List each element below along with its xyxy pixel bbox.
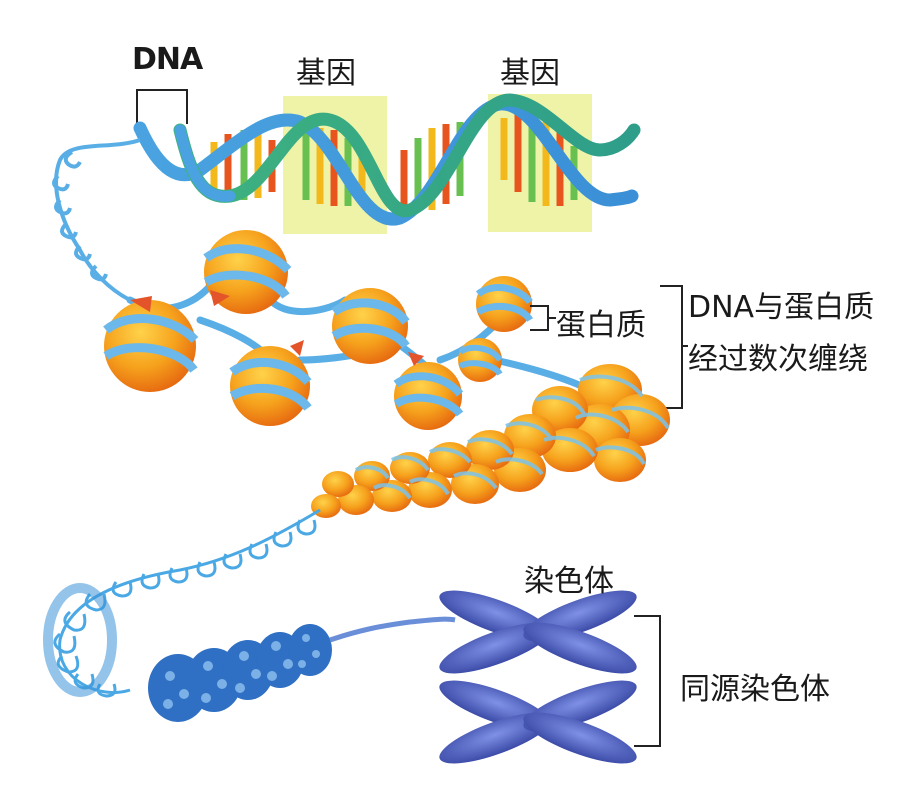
coiled-fiber-loop <box>43 583 117 697</box>
chromosome <box>439 590 637 674</box>
coiled-dna-left <box>52 138 141 302</box>
homologous-chromosomes-label: 同源染色体 <box>680 672 830 707</box>
nucleosome <box>103 300 199 392</box>
dna-bracket <box>136 89 188 124</box>
nucleosome <box>331 288 410 364</box>
nucleosome <box>475 276 534 332</box>
dna-label: DNA <box>132 42 203 77</box>
nucleosomes <box>103 230 534 430</box>
protein-label: 蛋白质 <box>556 308 646 343</box>
chromosome-pair <box>439 590 637 764</box>
dna-double-helix <box>133 93 641 226</box>
nucleosome <box>229 346 312 426</box>
chromatin-fiber <box>311 364 670 518</box>
chromosome <box>439 680 637 764</box>
winding-bracket <box>660 285 688 409</box>
nucleosome <box>203 230 292 314</box>
protein-bracket <box>530 305 556 331</box>
nucleosome <box>458 338 503 382</box>
chromosome-label: 染色体 <box>524 564 614 599</box>
gene-label-1: 基因 <box>296 56 356 91</box>
condensed-fiber <box>148 616 456 722</box>
gene-label-2: 基因 <box>500 56 560 91</box>
nucleosome <box>393 362 464 430</box>
homologous-bracket <box>634 615 661 747</box>
dna-protein-winding-label: DNA与蛋白质经过数次缠绕 <box>688 290 875 377</box>
